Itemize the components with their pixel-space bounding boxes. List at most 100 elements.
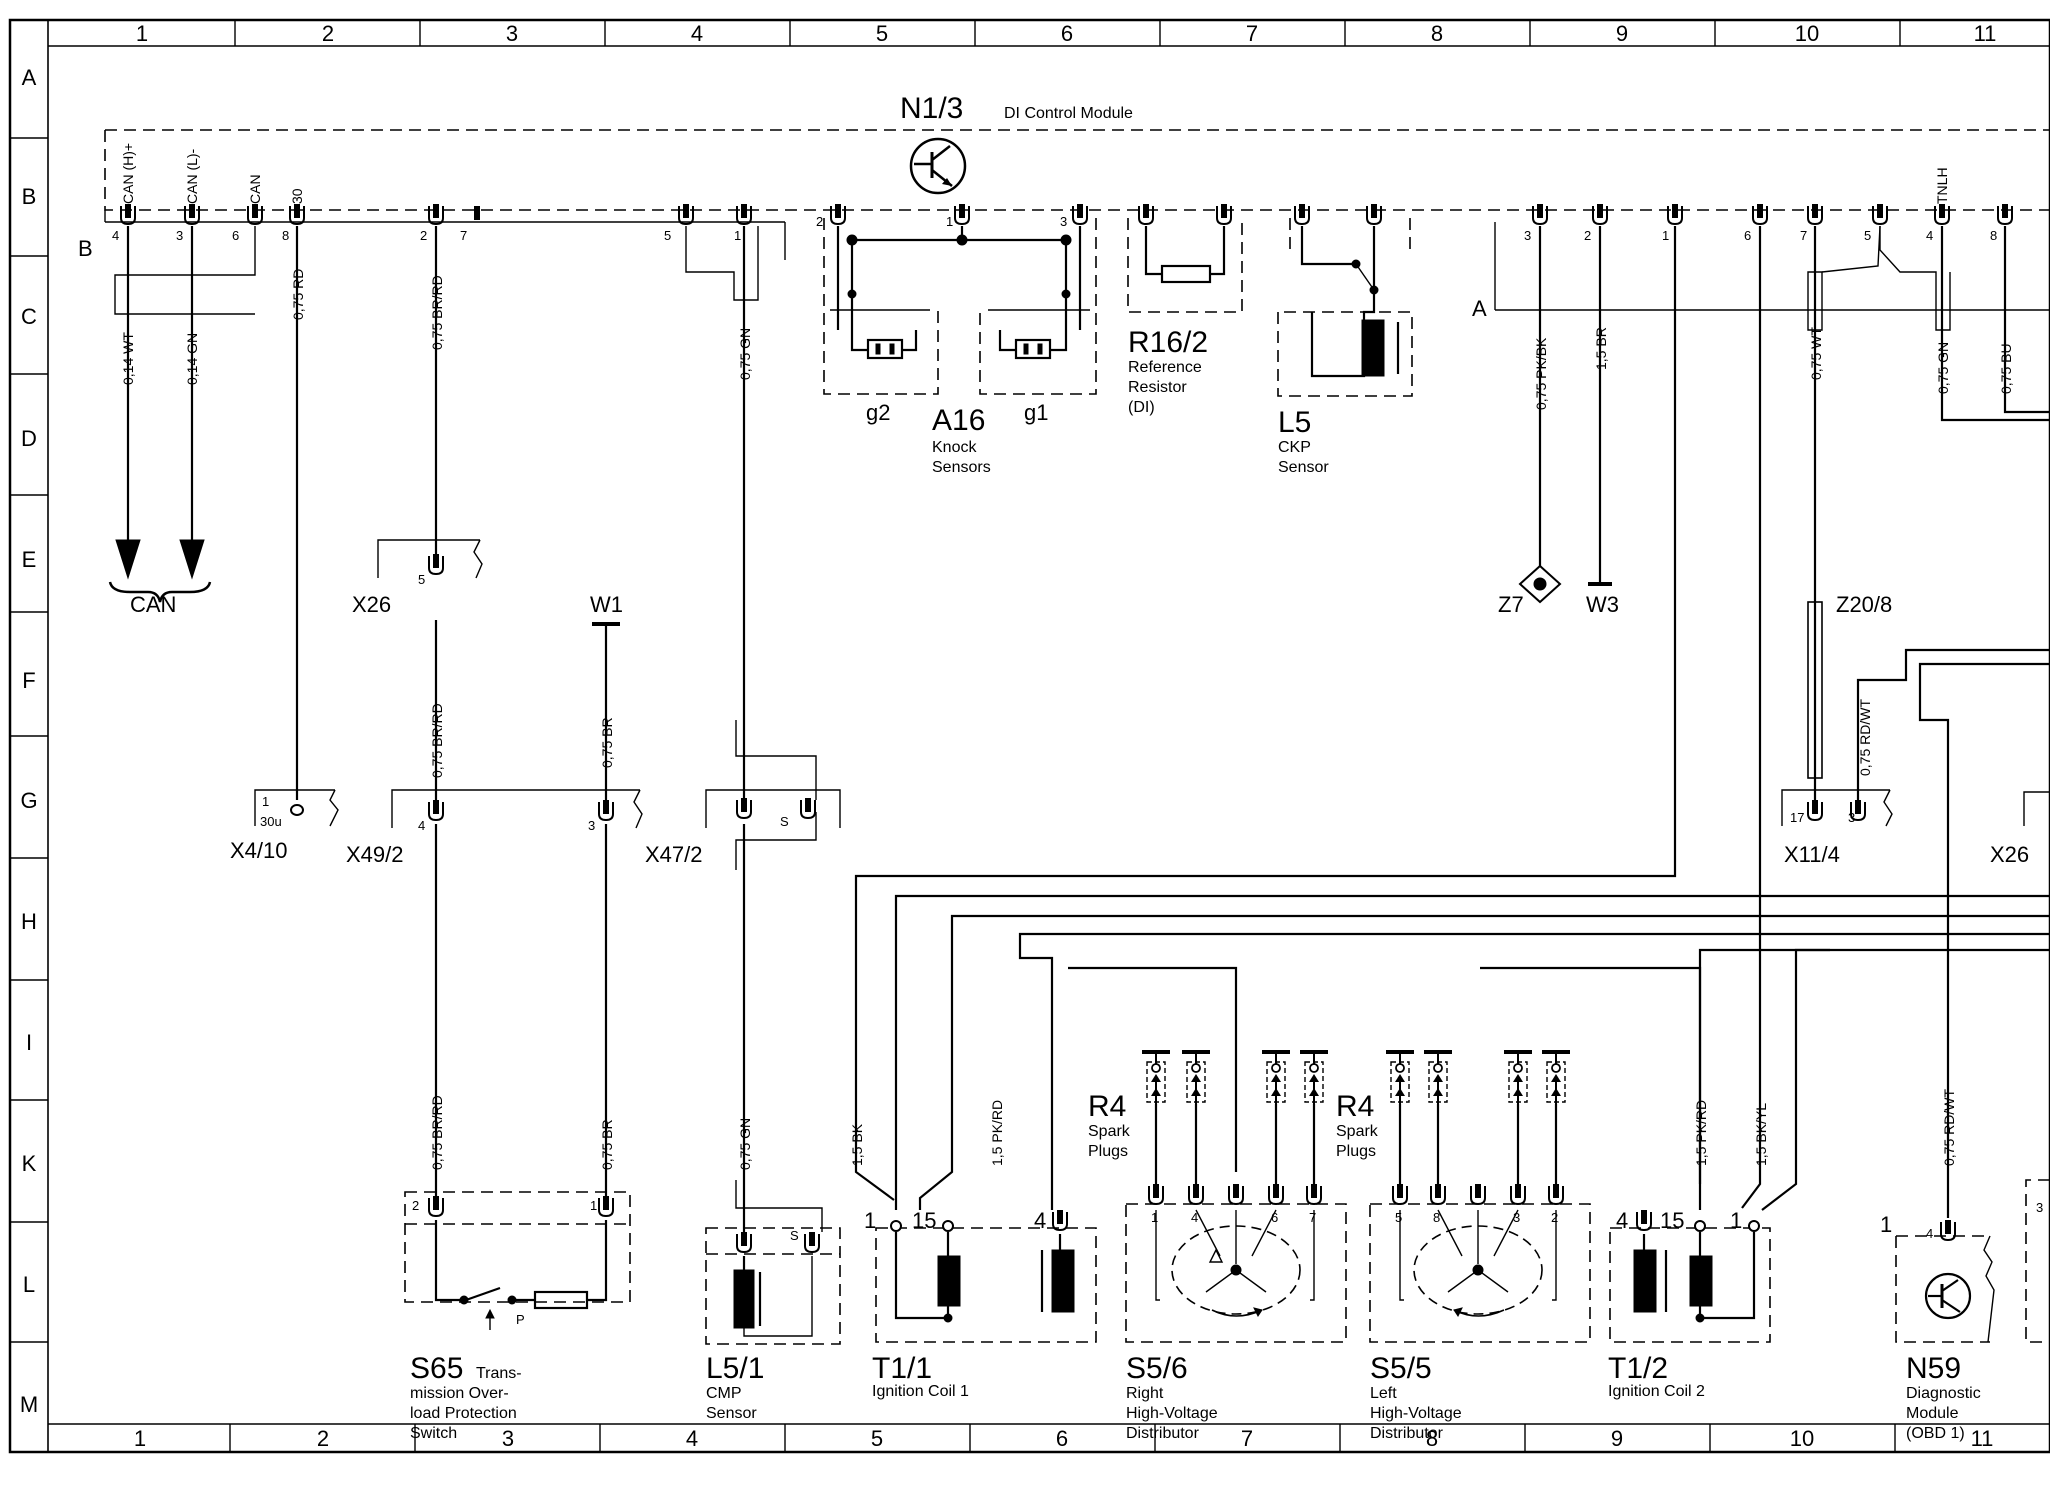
pin-number: 2 — [420, 228, 427, 243]
t1-2-id: T1/2 — [1608, 1352, 1668, 1385]
pin-number: 1 — [1662, 228, 1669, 243]
s65-desc: Switch — [410, 1425, 457, 1442]
pin-number: 4 — [1616, 1208, 1628, 1233]
transistor-icon — [1924, 1272, 1972, 1320]
pin-number: 3 — [176, 228, 183, 243]
connector-b-label: B — [78, 236, 93, 261]
l5-1-id: L5/1 — [706, 1352, 764, 1385]
r16-2-desc: Reference — [1128, 359, 1202, 376]
shield-pin-label: S — [790, 1228, 799, 1243]
pin-signal: TNLH — [1934, 167, 1950, 204]
pin-signal: CAN (H)+ — [120, 143, 136, 204]
x11-4-label: X11/4 — [1784, 842, 1840, 867]
wire-label: 0,14 GN — [184, 333, 200, 385]
wire-label: 1,5 PK/RD — [1693, 1100, 1709, 1166]
column-number: 5 — [876, 21, 888, 46]
s65-desc: Trans- — [476, 1365, 522, 1382]
wire-label: 0,75 GN — [737, 1118, 753, 1170]
pin-number: 6 — [1744, 228, 1751, 243]
row-letter: L — [23, 1272, 35, 1297]
pin-number: 4 — [1926, 228, 1933, 243]
s5-6-desc: High-Voltage — [1126, 1405, 1218, 1422]
n59-desc: Module — [1906, 1405, 1959, 1422]
n59-desc: Diagnostic — [1906, 1385, 1981, 1402]
pin-number: 17 — [1790, 810, 1804, 825]
r4-desc: Spark — [1088, 1123, 1131, 1140]
module-pin — [120, 203, 136, 225]
wire-label: 0,75 RD/WT — [1857, 699, 1873, 776]
pin-number: 1 — [590, 1198, 597, 1213]
pin-signal: CAN — [247, 174, 263, 204]
module-pin — [184, 203, 200, 225]
cmp-sensor-wiring: 0,75 GN S X47/2 0,75 GN — [645, 226, 841, 1234]
r4-id: R4 — [1088, 1090, 1126, 1123]
s5-5-desc: Distributor — [1370, 1425, 1444, 1442]
column-ruler-bottom: 1 2 3 4 5 6 7 8 9 10 11 — [134, 1424, 1993, 1452]
t1-1-id: T1/1 — [872, 1352, 932, 1385]
pin-sub-label: 30u — [260, 814, 282, 829]
pin-number: 7 — [460, 228, 467, 243]
column-number: 9 — [1616, 21, 1628, 46]
module-pin — [474, 206, 480, 220]
pin-number: 1 — [734, 228, 741, 243]
w3-ground: 1,5 BR W3 — [1586, 226, 1619, 617]
row-letter: I — [26, 1030, 32, 1055]
can-bus-wiring: 0,14 WT 0,14 GN CAN — [108, 226, 256, 617]
x4-10-connector: 0,75 RD 1 30u X4/10 — [230, 226, 339, 863]
wire-label: 0,75 GN — [737, 328, 753, 380]
column-number: 1 — [136, 21, 148, 46]
r16-2-desc: Resistor — [1128, 379, 1187, 396]
column-number: 7 — [1246, 21, 1258, 46]
module-name: DI Control Module — [1004, 105, 1133, 122]
s65-overload-switch: 2 1 P S65 Trans- mission Over- load Prot… — [404, 1191, 631, 1442]
column-number: 1 — [134, 1426, 146, 1451]
column-number: 8 — [1431, 21, 1443, 46]
t1-1-desc: Ignition Coil 1 — [872, 1383, 969, 1400]
s65-desc: mission Over- — [410, 1385, 509, 1402]
l5-desc: Sensor — [1278, 459, 1329, 476]
row-letter: C — [21, 304, 37, 329]
column-number: 6 — [1056, 1426, 1068, 1451]
a16-knock-sensors: 2 1 3 g2 g1 A16 Knock Sensors — [816, 203, 1097, 476]
pin-number: 3 — [1524, 228, 1531, 243]
r4-desc: Plugs — [1336, 1143, 1376, 1160]
column-number: 7 — [1241, 1426, 1253, 1451]
pin-number: 1 — [262, 794, 269, 809]
row-letter: H — [21, 909, 37, 934]
r4-desc: Spark — [1336, 1123, 1379, 1140]
t1-2-ignition-coil-2: 4 15 1 T1/2 Ignition Coil 2 — [1608, 1208, 1771, 1400]
row-letter: B — [22, 184, 37, 209]
s5-5-id: S5/5 — [1370, 1352, 1432, 1385]
wire-label: 0,75 BR — [599, 717, 615, 768]
r4-spark-plugs-left: R4 Spark Plugs — [1336, 1050, 1572, 1190]
pin-number: 5 — [1864, 228, 1871, 243]
row-letter: A — [22, 65, 37, 90]
pin-number: 15 — [912, 1208, 936, 1233]
module-pin — [678, 203, 694, 225]
r16-2-desc: (DI) — [1128, 399, 1155, 416]
module-pin — [1997, 203, 2013, 225]
connector-a-label: A — [1472, 296, 1487, 321]
wire-label: 1,5 BK/YL — [1753, 1103, 1769, 1166]
pin-number: 3 — [1848, 810, 1855, 825]
w3-label: W3 — [1586, 592, 1619, 617]
pin-number: 5 — [418, 572, 425, 587]
pin-number: 1 — [946, 214, 953, 229]
r4-spark-plugs-right: R4 Spark Plugs — [1088, 1050, 1330, 1190]
pin-number: 15 — [1660, 1208, 1684, 1233]
column-number: 6 — [1061, 21, 1073, 46]
column-number: 10 — [1790, 1426, 1814, 1451]
wire-label: 0,75 BR/RD — [429, 1095, 445, 1170]
g2-label: g2 — [866, 400, 890, 425]
x49-2-connector: 4 3 X49/2 0,75 BR/RD 0,75 BR — [346, 789, 643, 1196]
pin-number: 1 — [1151, 1210, 1158, 1225]
s65-id: S65 — [410, 1352, 463, 1385]
module-pin — [736, 203, 752, 225]
wire-label: 0,75 BR/RD — [429, 703, 445, 778]
module-pin — [1752, 203, 1768, 225]
pin-signal: 30 — [289, 188, 305, 204]
t1-2-desc: Ignition Coil 2 — [1608, 1383, 1705, 1400]
l5-1-desc: Sensor — [706, 1405, 757, 1422]
pin-number: 8 — [1990, 228, 1997, 243]
pin-number: 1 — [1730, 1208, 1742, 1233]
